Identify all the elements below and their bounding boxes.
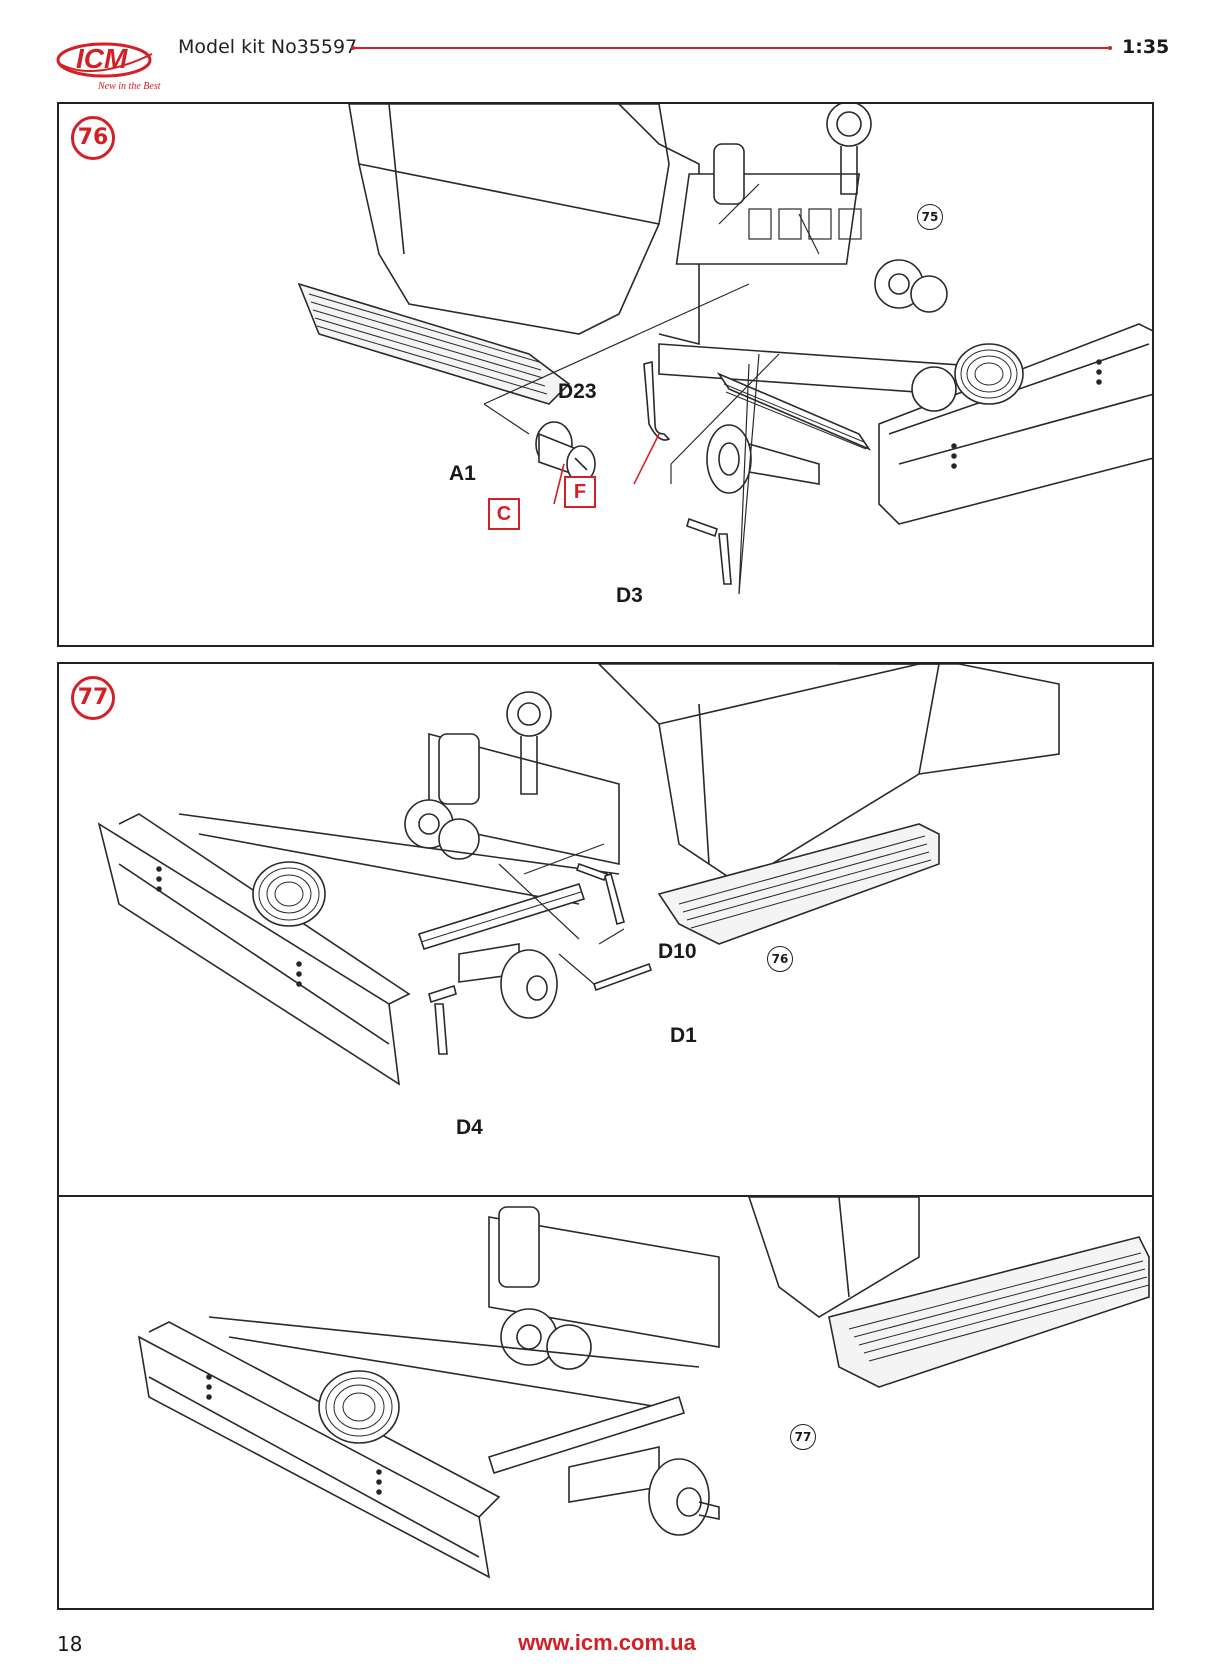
icm-logo: ICM New in the Best (56, 42, 161, 92)
subassembly-ref-circle: 76 (767, 946, 793, 972)
part-label-d23: D23 (558, 380, 597, 403)
step-76-illustration (297, 104, 1152, 595)
paint-ref-f: F (564, 476, 596, 508)
part-label-d4: D4 (456, 1116, 483, 1139)
part-label-a1: A1 (449, 462, 476, 485)
page-header: ICM New in the Best Model kit No35597 1:… (0, 0, 1214, 100)
website-url[interactable]: www.icm.com.ua (518, 1630, 696, 1655)
part-label-d1: D1 (670, 1024, 697, 1047)
paint-ref-c: C (488, 498, 520, 530)
page-number: 18 (57, 1632, 83, 1656)
result-illustration (137, 1197, 1150, 1579)
kit-title: Model kit No35597 (178, 36, 358, 58)
subassembly-ref-circle: 77 (790, 1424, 816, 1450)
scale-label: 1:35 (1122, 36, 1170, 58)
part-a1-drawing (535, 421, 596, 483)
step-76-panel: 76 75 A1 D23 D3 C F (57, 102, 1154, 647)
step-number-badge: 77 (71, 676, 115, 720)
logo-brand: ICM (76, 43, 128, 74)
step-77-panel: 77 76 D10 D1 D4 (57, 662, 1154, 1197)
part-label-d10: D10 (658, 940, 697, 963)
step-number-badge: 76 (71, 116, 115, 160)
header-rule (351, 46, 1112, 50)
result-panel: 77 (57, 1195, 1154, 1610)
logo-tagline: New in the Best (97, 81, 161, 92)
subassembly-ref-circle: 75 (917, 204, 943, 230)
part-label-d3: D3 (616, 584, 643, 607)
step-77-illustration (97, 664, 1060, 1086)
